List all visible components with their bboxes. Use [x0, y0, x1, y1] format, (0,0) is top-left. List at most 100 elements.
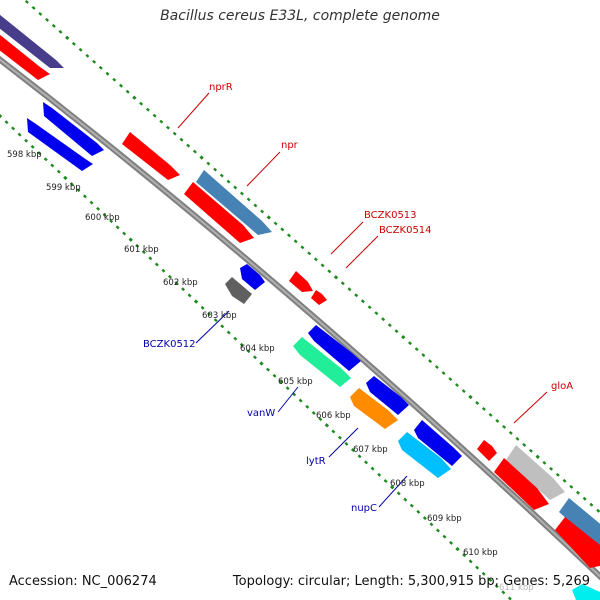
tick-mark [311, 411, 316, 415]
gene-BCZK0514[interactable] [311, 290, 327, 305]
gene-red-bottom[interactable] [494, 458, 549, 510]
gene-label-npr: npr [281, 140, 299, 151]
gene-steel-bottom[interactable] [559, 498, 600, 560]
tick-mark [528, 448, 533, 453]
tick-mark [367, 305, 372, 310]
tick-mark [307, 251, 312, 256]
tick-mark [596, 508, 600, 513]
tick-mark [24, 138, 29, 143]
tick-mark [449, 540, 454, 545]
tick-mark [347, 287, 352, 292]
tick-mark [167, 274, 172, 279]
tick-mark [522, 442, 527, 447]
tick-mark [239, 342, 244, 347]
tick-mark [0, 113, 3, 119]
tick-mark [226, 330, 231, 335]
kbp-label-603: 603 kbp [202, 311, 237, 321]
tick-mark [233, 336, 238, 341]
tick-mark [374, 311, 379, 316]
gene-blue-1[interactable] [43, 102, 104, 156]
tick-mark [105, 71, 110, 76]
tick-mark [394, 329, 399, 334]
gene-red-corner[interactable] [555, 517, 600, 568]
tick-mark [350, 448, 355, 453]
tick-mark [119, 83, 123, 88]
tick-mark [181, 287, 186, 292]
gene-BCZK0512[interactable] [225, 277, 252, 304]
gene-gloA[interactable] [477, 440, 497, 461]
gene-nprR[interactable] [122, 132, 180, 180]
gene-npr-red[interactable] [184, 182, 254, 243]
tick-mark [370, 466, 375, 471]
tick-mark [488, 578, 493, 582]
kbp-label-608: 608 kbp [390, 479, 425, 489]
gene-BCZK0513[interactable] [289, 271, 313, 292]
inner-tick-track [0, 113, 512, 600]
tick-mark [207, 312, 212, 316]
tick-mark [92, 59, 97, 64]
tick-mark [340, 281, 345, 286]
tick-mark [31, 5, 36, 10]
tick-mark [286, 233, 292, 238]
tick-mark [63, 175, 68, 181]
tick-mark [30, 144, 35, 149]
tick-mark [468, 559, 473, 564]
tick-mark [387, 323, 392, 328]
tick-mark [381, 317, 386, 322]
tick-mark [252, 355, 257, 360]
kbp-label-605: 605 kbp [278, 377, 313, 387]
tick-mark [555, 472, 560, 477]
kbp-label-607: 607 kbp [353, 445, 388, 455]
tick-mark [377, 472, 382, 477]
gene-aqua-corner[interactable] [572, 584, 600, 600]
gene-blue-small[interactable] [240, 264, 265, 290]
tick-mark [416, 509, 421, 514]
tick-mark [409, 503, 414, 508]
tick-mark [253, 203, 258, 208]
tick-mark [56, 169, 61, 174]
tick-mark [535, 454, 540, 460]
tick-mark [576, 490, 580, 495]
gene-npr-steel[interactable] [196, 170, 272, 235]
kbp-label-600: 600 kbp [85, 213, 120, 223]
tick-mark [494, 584, 499, 589]
tick-mark [206, 161, 211, 166]
tick-mark [589, 502, 594, 507]
tick-mark [85, 53, 90, 58]
tick-mark [193, 299, 199, 304]
gene-red-top[interactable] [0, 30, 50, 80]
tick-mark [82, 194, 87, 199]
gene-blue-604[interactable] [308, 325, 361, 371]
kbp-label-599: 599 kbp [46, 183, 81, 193]
tick-mark [174, 281, 179, 285]
gene-label-vanW: vanW [247, 408, 275, 419]
tick-mark [239, 191, 244, 196]
gene-blue-607[interactable] [366, 376, 409, 415]
tick-mark [293, 239, 298, 244]
tick-mark [442, 534, 447, 539]
tick-mark [501, 590, 506, 595]
tick-mark [246, 197, 251, 202]
tick-mark [219, 173, 224, 178]
tick-mark [408, 341, 412, 346]
gene-nupC[interactable] [398, 432, 451, 478]
tick-mark [128, 237, 133, 242]
gene-label-BCZK0514: BCZK0514 [379, 225, 432, 236]
tick-mark [112, 77, 117, 82]
tick-mark [507, 596, 512, 600]
gene-lytR[interactable] [350, 388, 398, 429]
gene-vanW[interactable] [293, 337, 351, 387]
gene-blue-2[interactable] [27, 118, 93, 171]
tick-mark [300, 245, 305, 250]
tick-mark [360, 299, 365, 304]
tick-mark [428, 359, 433, 364]
tick-mark [455, 546, 460, 552]
tick-mark [455, 383, 459, 388]
kbp-label-604: 604 kbp [240, 344, 275, 354]
tick-mark [396, 491, 401, 496]
tick-mark [50, 163, 55, 168]
gene-indigo-top[interactable] [0, 10, 64, 68]
tick-mark [285, 386, 290, 391]
gene-blue-608[interactable] [414, 420, 462, 466]
gene-lightgray[interactable] [506, 445, 565, 500]
